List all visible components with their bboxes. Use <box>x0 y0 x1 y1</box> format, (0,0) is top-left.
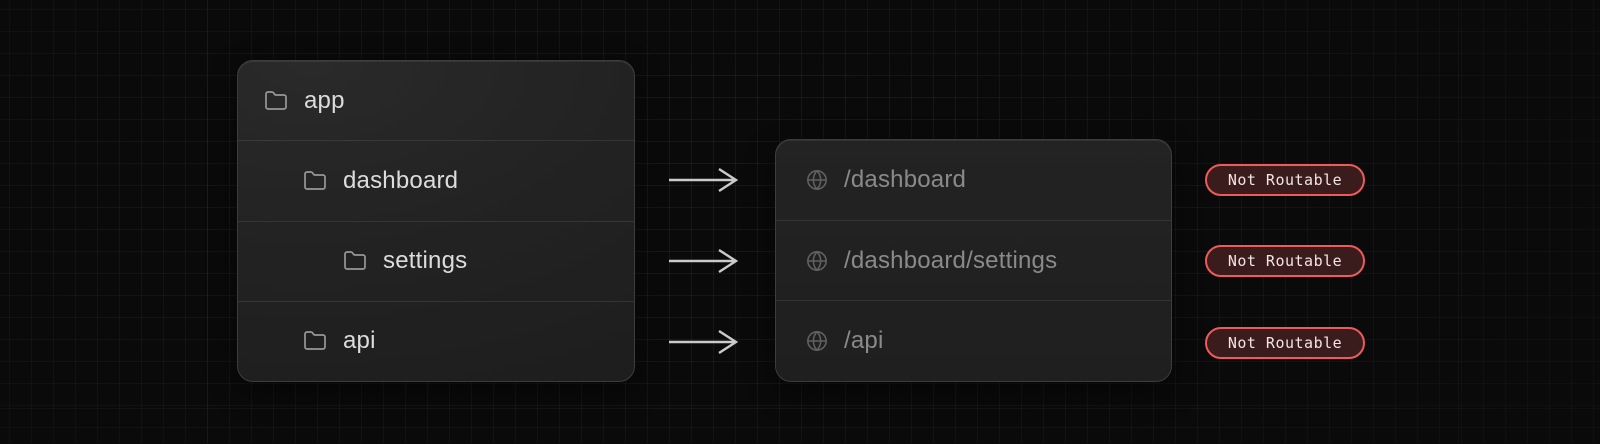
folder-icon <box>303 169 327 193</box>
status-badge-not-routable: Not Routable <box>1205 327 1365 359</box>
tree-row-app: app <box>238 61 634 140</box>
tree-row-label: app <box>304 86 345 114</box>
mapping-arrow <box>666 247 740 275</box>
mapping-arrow <box>666 328 740 356</box>
route-path: /dashboard/settings <box>844 246 1058 274</box>
tree-row-api: api <box>238 300 634 381</box>
route-row-dashboard: /dashboard <box>776 140 1171 220</box>
route-path: /api <box>844 327 884 355</box>
status-badge-label: Not Routable <box>1227 334 1343 352</box>
folder-icon <box>264 89 288 113</box>
route-row-api: /api <box>776 300 1171 381</box>
globe-icon <box>806 169 828 191</box>
grid-highlight-line <box>0 408 1600 409</box>
file-tree-card: app dashboard settings api <box>237 60 635 382</box>
status-badge-not-routable: Not Routable <box>1205 245 1365 277</box>
status-badge-label: Not Routable <box>1227 252 1343 270</box>
tree-row-label: dashboard <box>343 166 459 194</box>
globe-icon <box>806 330 828 352</box>
tree-row-label: api <box>343 327 376 355</box>
route-row-dashboard-settings: /dashboard/settings <box>776 219 1171 301</box>
folder-icon <box>343 249 367 273</box>
tree-row-dashboard: dashboard <box>238 140 634 220</box>
globe-icon <box>806 250 828 272</box>
routes-card: /dashboard /dashboard/settings /api <box>775 139 1172 382</box>
status-badge-not-routable: Not Routable <box>1205 164 1365 196</box>
mapping-arrow <box>666 166 740 194</box>
grid-highlight-line <box>1458 0 1459 444</box>
tree-row-settings: settings <box>238 220 634 301</box>
tree-row-label: settings <box>383 247 468 275</box>
status-badge-label: Not Routable <box>1227 171 1343 189</box>
grid-highlight-line <box>207 0 208 444</box>
route-path: /dashboard <box>844 165 967 193</box>
folder-icon <box>303 329 327 353</box>
